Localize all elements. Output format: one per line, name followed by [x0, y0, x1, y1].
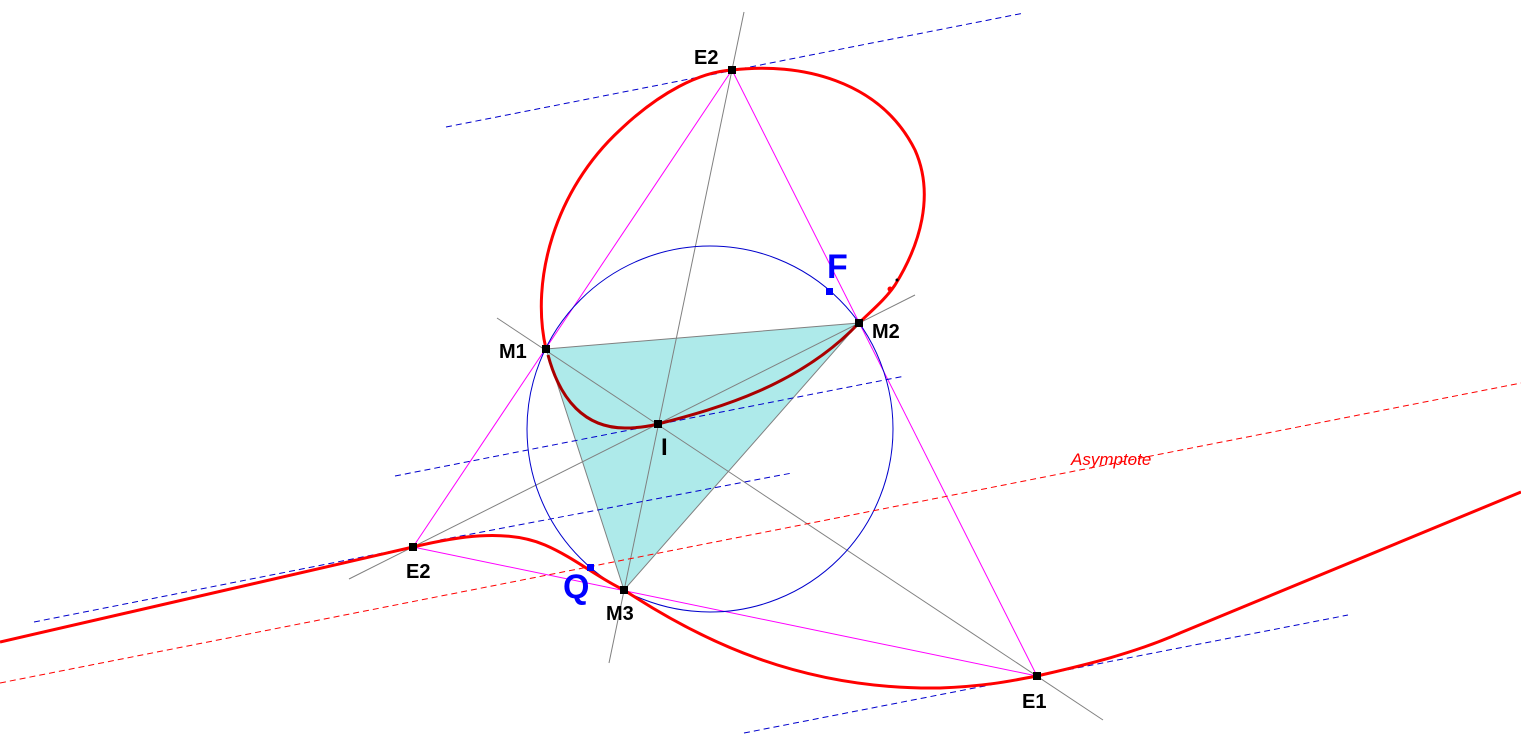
label-f: F [827, 248, 848, 286]
label-e1: E1 [1022, 691, 1047, 713]
point-m3[interactable] [620, 586, 628, 594]
label-asymptote: Asymptote [1071, 450, 1152, 469]
point-e2-left[interactable] [409, 543, 417, 551]
gray-construction-lines [348, 11, 1104, 721]
label-i: I [661, 434, 668, 461]
label-e2-left: E2 [406, 561, 431, 583]
point-e1[interactable] [1033, 672, 1041, 680]
point-i[interactable] [654, 420, 662, 428]
label-e2-top: E2 [694, 47, 719, 69]
triangle-m1-m2-m3 [545, 322, 861, 591]
label-m2: M2 [872, 321, 900, 343]
curve-marker-dot [895, 278, 899, 282]
point-m1[interactable] [542, 345, 550, 353]
red-curve-upper-loop [539, 66, 926, 350]
point-f[interactable] [826, 288, 833, 295]
label-m1: M1 [499, 341, 527, 363]
red-curve-inner-arc [546, 321, 861, 430]
curve-marker-dot [887, 286, 893, 292]
point-m2[interactable] [855, 319, 863, 327]
label-m3: M3 [606, 603, 634, 625]
point-e2-top[interactable] [728, 66, 736, 74]
points [409, 66, 1041, 680]
asymptote-line [0, 382, 1521, 684]
point-q[interactable] [587, 564, 594, 571]
blue-circle [526, 245, 894, 613]
red-curve-lower-branch [0, 490, 1521, 690]
label-q: Q [563, 568, 590, 606]
